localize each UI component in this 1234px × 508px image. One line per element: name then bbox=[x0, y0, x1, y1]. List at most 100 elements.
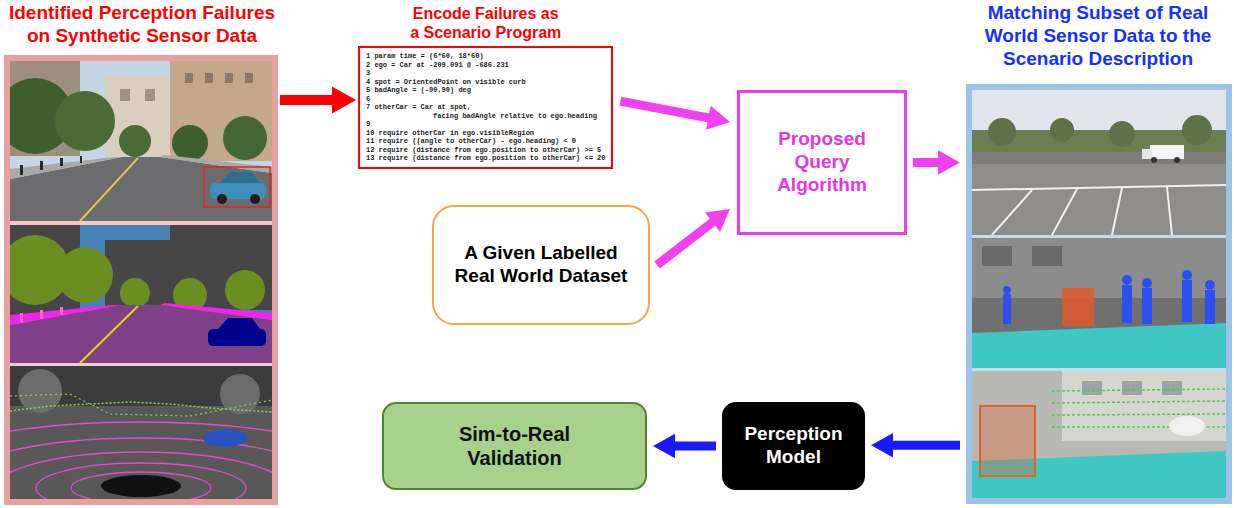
code-line: 5 badAngle = (-90,90) deg bbox=[366, 86, 605, 95]
camera-image bbox=[172, 125, 208, 161]
heading-holder: Matching Subset of Real World Sensor Dat… bbox=[966, 2, 1230, 70]
box-label: A Given Labelled Real World Dataset bbox=[443, 242, 639, 288]
model-box: Perception Model bbox=[722, 402, 865, 490]
real-lidar-image bbox=[972, 371, 1226, 498]
segmentation-image bbox=[0, 225, 272, 363]
camera-image bbox=[205, 73, 213, 83]
code-line: 9 bbox=[366, 120, 605, 129]
code-line: 1 param time = (6*60, 18*60) bbox=[366, 52, 605, 61]
code-line: 10 require otherCar in ego.visibleRegion bbox=[366, 129, 605, 138]
real-camera-image bbox=[972, 152, 1226, 164]
real-camera-image bbox=[972, 90, 1226, 235]
panel-frame bbox=[966, 84, 1232, 504]
real-camera-image bbox=[992, 190, 1032, 235]
segmentation-image bbox=[10, 305, 122, 325]
code-line: 6 bbox=[366, 95, 605, 104]
segmentation-image bbox=[57, 247, 113, 303]
segmentation-image bbox=[80, 306, 138, 363]
segmentation-image bbox=[40, 310, 43, 319]
camera-image bbox=[20, 165, 23, 175]
real-camera-image bbox=[1174, 157, 1180, 163]
camera-image bbox=[220, 172, 260, 183]
code-frame: 1 param time = (6*60, 18*60)2 ego = Car … bbox=[358, 46, 613, 169]
lidar-image bbox=[101, 475, 181, 497]
block-arrow bbox=[280, 87, 356, 114]
panel-heading: Matching Subset of Real World Sensor Dat… bbox=[966, 2, 1230, 70]
real-annotated-image bbox=[1182, 280, 1192, 322]
real-camera-image bbox=[1150, 145, 1184, 159]
scenario-program: Encode Failures as a Scenario Program 1 p… bbox=[354, 0, 617, 169]
code-line: 4 spot = OrientedPoint on visible curb bbox=[366, 78, 605, 87]
real-camera-image bbox=[972, 90, 1226, 235]
code-line: facing badAngle relative to ego.heading bbox=[366, 112, 605, 121]
block-arrow bbox=[871, 433, 960, 458]
real-lidar-image bbox=[1052, 414, 1226, 415]
camera-image bbox=[245, 73, 253, 83]
lidar-image bbox=[10, 394, 272, 416]
real-annotated-image bbox=[1182, 270, 1192, 280]
segmentation-image bbox=[225, 270, 265, 310]
real-camera-image bbox=[1151, 157, 1157, 163]
segmentation-image bbox=[160, 303, 272, 320]
real-annotated-image bbox=[1142, 288, 1152, 324]
box-text-holder: Proposed Query Algorithm bbox=[762, 128, 882, 196]
code-line: 12 require (distance from ego.position t… bbox=[366, 146, 605, 155]
real-annotated-image bbox=[1032, 246, 1062, 266]
camera-image bbox=[250, 194, 260, 204]
segmentation-image bbox=[60, 307, 63, 315]
heading-holder: Encode Failures as a Scenario Program bbox=[408, 4, 564, 42]
block-arrow bbox=[620, 97, 730, 130]
panel-heading: Encode Failures as a Scenario Program bbox=[408, 4, 564, 42]
real-annotated-image bbox=[1142, 278, 1152, 288]
box-label: Sim-to-Real Validation bbox=[440, 422, 590, 470]
real-annotated-image bbox=[1122, 285, 1132, 323]
camera-image bbox=[223, 116, 267, 160]
real-annotated-image bbox=[1003, 286, 1011, 294]
box-text-holder: Perception Model bbox=[732, 423, 855, 469]
real-annotated-image bbox=[1062, 288, 1094, 326]
camera-image bbox=[105, 76, 175, 156]
lidar-image bbox=[0, 366, 396, 508]
real-camera-image bbox=[972, 185, 1226, 190]
lidar-image bbox=[0, 422, 396, 508]
camera-image bbox=[10, 157, 272, 221]
code-line: 11 require ((angle to otherCar) - ego.he… bbox=[366, 137, 605, 146]
real-camera-image bbox=[1112, 188, 1122, 235]
camera-image bbox=[60, 158, 63, 166]
heading-holder: Identified Perception Failures on Synthe… bbox=[0, 2, 284, 48]
real-lidar-image bbox=[1162, 381, 1182, 395]
real-lidar-image bbox=[1062, 371, 1226, 441]
camera-image bbox=[225, 73, 233, 83]
dataset-box: A Given Labelled Real World Dataset bbox=[432, 205, 650, 325]
camera-image bbox=[170, 61, 272, 161]
code-line: 13 require (distance from ego.position t… bbox=[366, 154, 605, 163]
code-line: 7 otherCar = Car at spot, bbox=[366, 103, 605, 112]
camera-image bbox=[120, 89, 130, 101]
real-annotated-image bbox=[1205, 280, 1215, 290]
camera-image bbox=[185, 73, 193, 83]
camera-image bbox=[0, 61, 272, 221]
camera-image bbox=[40, 161, 43, 170]
code-line: 3 bbox=[366, 69, 605, 78]
panel-frame bbox=[4, 55, 278, 505]
real-camera-image bbox=[1167, 187, 1172, 235]
lidar-image bbox=[10, 402, 272, 412]
camera-image bbox=[160, 155, 272, 173]
real-camera-image bbox=[1050, 118, 1074, 142]
real-lidar-image bbox=[1082, 381, 1102, 395]
block-arrow bbox=[913, 150, 960, 175]
validation-box: Sim-to-Real Validation bbox=[382, 402, 647, 490]
real-camera-image bbox=[972, 152, 1226, 235]
block-arrow bbox=[654, 209, 730, 269]
lidar-image bbox=[220, 374, 260, 414]
real-camera-image bbox=[1109, 121, 1135, 147]
panel-ground bbox=[966, 84, 1232, 504]
real-lidar-image bbox=[1122, 381, 1142, 395]
sensor-panel: Matching Subset of Real World Sensor Dat… bbox=[962, 0, 1234, 506]
camera-image bbox=[145, 89, 155, 101]
algorithm-box: Proposed Query Algorithm bbox=[737, 90, 907, 235]
segmentation-image bbox=[218, 318, 260, 329]
real-annotated-image bbox=[982, 246, 1012, 266]
real-annotated-image bbox=[1122, 275, 1132, 285]
